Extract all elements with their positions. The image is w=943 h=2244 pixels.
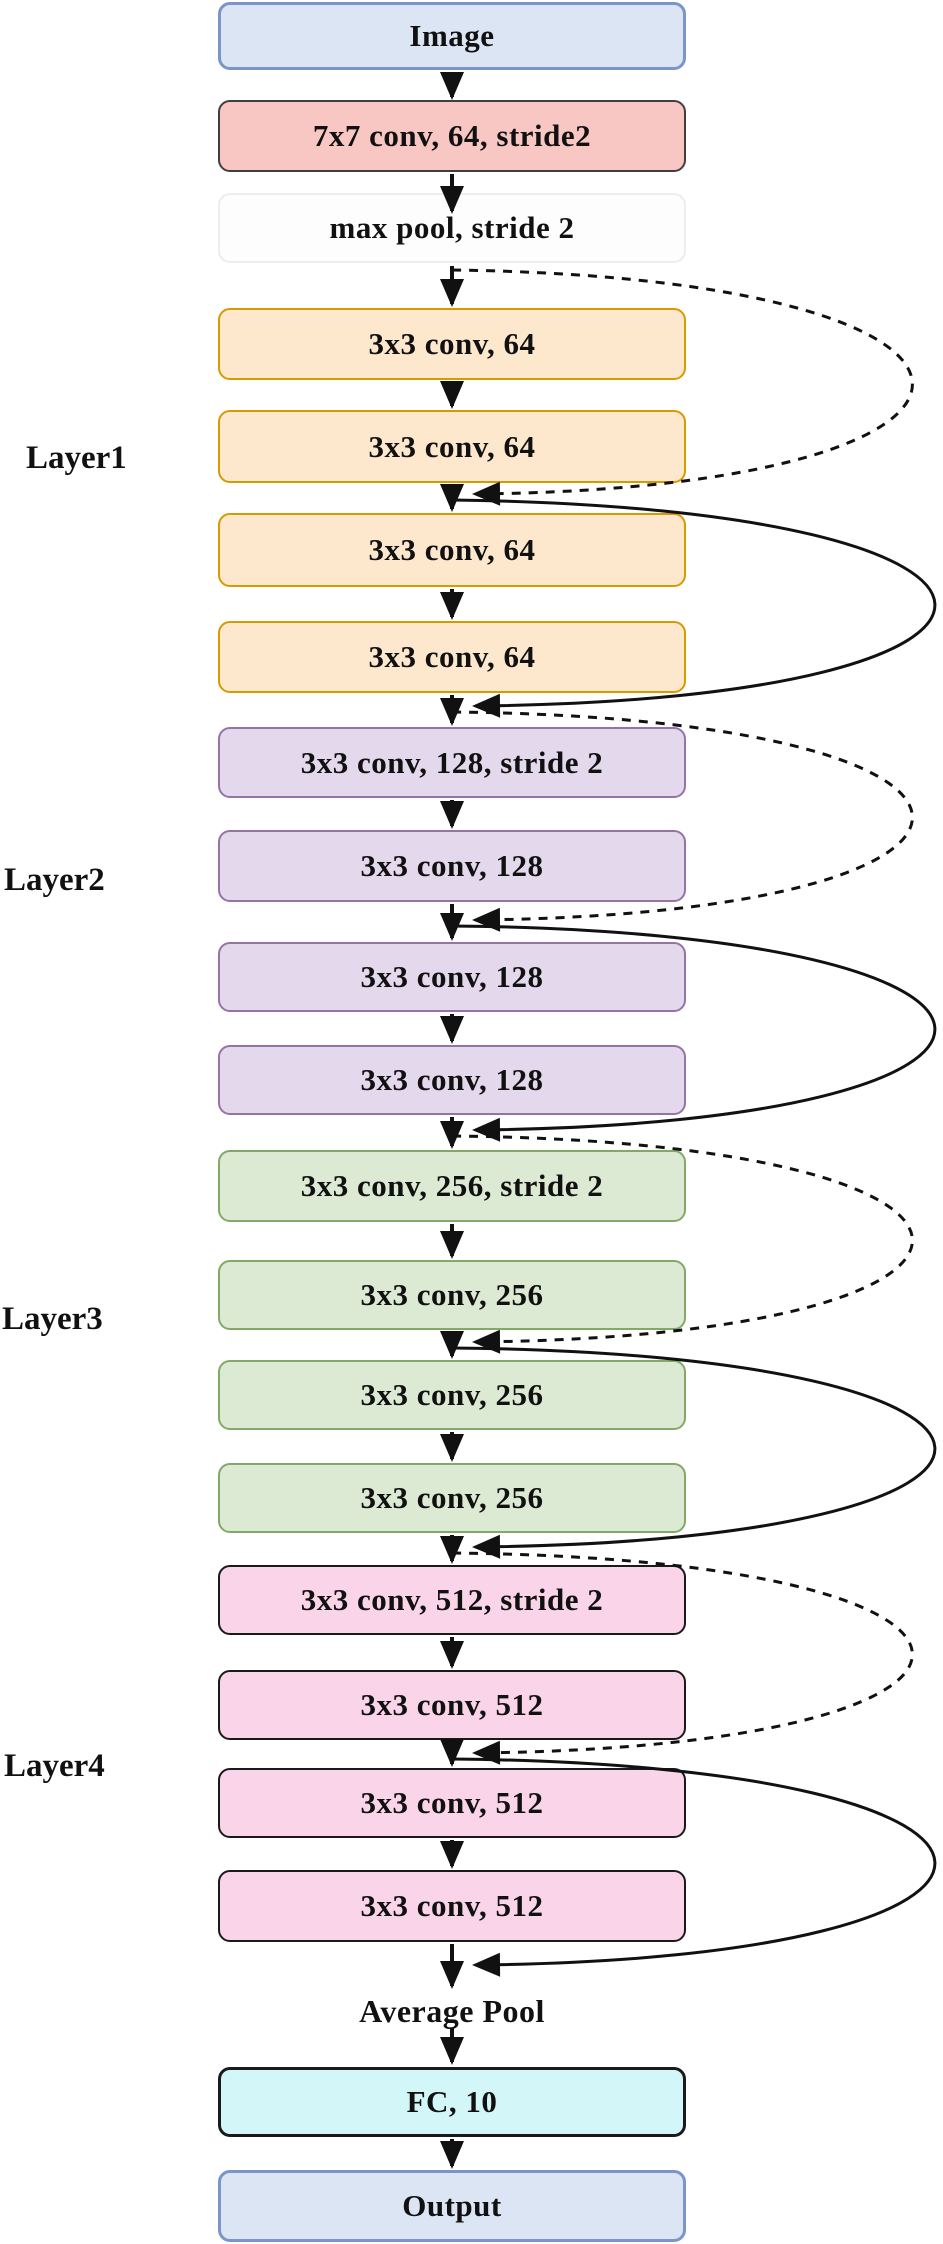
node-layer4-conv2: 3x3 conv, 512	[218, 1670, 686, 1740]
layer2-label: Layer2	[4, 862, 105, 898]
node-fc: FC, 10	[218, 2067, 686, 2137]
node-layer2-conv3: 3x3 conv, 128	[218, 942, 686, 1012]
node-conv7x7: 7x7 conv, 64, stride2	[218, 100, 686, 172]
node-image: Image	[218, 2, 686, 70]
node-layer1-conv1: 3x3 conv, 64	[218, 308, 686, 380]
node-layer3-conv1: 3x3 conv, 256, stride 2	[218, 1150, 686, 1222]
layer3-label: Layer3	[2, 1301, 103, 1337]
node-layer2-conv4: 3x3 conv, 128	[218, 1045, 686, 1115]
node-average-pool: Average Pool	[359, 1992, 545, 2029]
node-layer1-conv3: 3x3 conv, 64	[218, 513, 686, 587]
node-layer1-conv4: 3x3 conv, 64	[218, 621, 686, 693]
node-layer3-conv4: 3x3 conv, 256	[218, 1463, 686, 1533]
layer4-label: Layer4	[4, 1748, 105, 1784]
node-layer1-conv2: 3x3 conv, 64	[218, 410, 686, 483]
node-layer4-conv4: 3x3 conv, 512	[218, 1870, 686, 1942]
skip-connections-solid	[451, 498, 937, 1977]
node-output: Output	[218, 2170, 686, 2242]
node-layer2-conv2: 3x3 conv, 128	[218, 830, 686, 902]
node-layer2-conv1: 3x3 conv, 128, stride 2	[218, 727, 686, 798]
node-layer4-conv1: 3x3 conv, 512, stride 2	[218, 1565, 686, 1635]
node-layer3-conv2: 3x3 conv, 256	[218, 1260, 686, 1330]
node-layer3-conv3: 3x3 conv, 256	[218, 1360, 686, 1430]
layer1-label: Layer1	[26, 440, 127, 476]
node-maxpool: max pool, stride 2	[218, 193, 686, 263]
node-layer4-conv3: 3x3 conv, 512	[218, 1768, 686, 1838]
